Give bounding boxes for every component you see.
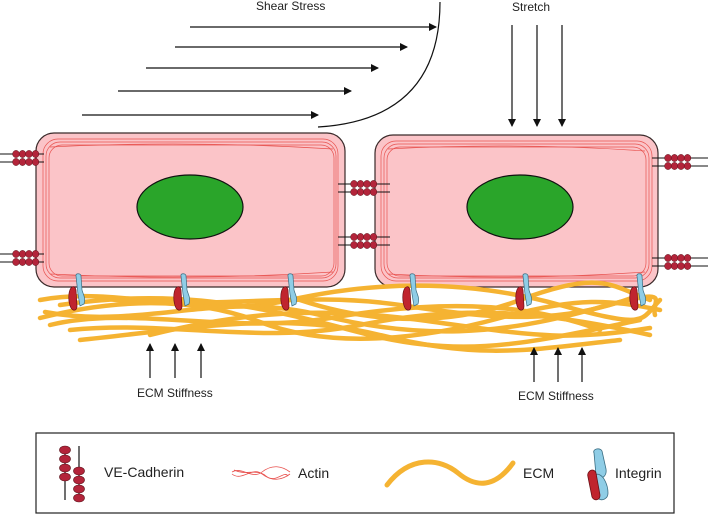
ecm-fibers [37, 280, 663, 353]
nucleus [136, 174, 244, 240]
actin-icon [231, 466, 291, 480]
integrin [280, 273, 298, 311]
ve-cadherin-cluster [338, 180, 390, 196]
integrin [402, 273, 420, 311]
ve-cadherin-junctions [0, 150, 708, 270]
shear-stress-label: Shear Stress [256, 0, 326, 13]
actin-fibers [380, 140, 653, 282]
integrin-icon [587, 448, 609, 501]
legend-label-integrin: Integrin [615, 465, 662, 481]
integrin [173, 273, 191, 311]
ecm-icon [384, 459, 516, 488]
integrin [68, 273, 86, 311]
legend-box [35, 432, 675, 514]
ve-cadherin-icon [59, 445, 85, 503]
integrin [629, 273, 647, 311]
ve-cadherin-cluster [0, 150, 44, 166]
integrin [515, 273, 533, 311]
legend-label-ecm: ECM [523, 465, 555, 481]
ecm-stiffness-label-left: ECM Stiffness [137, 386, 213, 400]
stretch-arrows [508, 25, 566, 127]
ecm-stiffness-label-right: ECM Stiffness [518, 389, 594, 403]
ve-cadherin-cluster [652, 254, 708, 270]
ecm-stiffness-arrows-right [530, 347, 586, 382]
ve-cadherin-cluster [652, 154, 708, 170]
shear-stress-arrows [82, 23, 437, 119]
endothelial-cell-left [35, 132, 346, 288]
legend-label-actin: Actin [298, 465, 330, 481]
ve-cadherin-cluster [0, 250, 44, 266]
stretch-label: Stretch [512, 0, 551, 14]
ecm-stiffness-arrows-left [146, 343, 205, 378]
ve-cadherin-cluster [338, 233, 390, 249]
legend-label-ve-cadherin: VE-Cadherin [104, 464, 185, 480]
shear-profile-curve [317, 1, 441, 128]
endothelial-cell-right [374, 134, 659, 288]
actin-fibers [42, 138, 339, 282]
integrins [68, 273, 647, 311]
nucleus [466, 174, 574, 240]
